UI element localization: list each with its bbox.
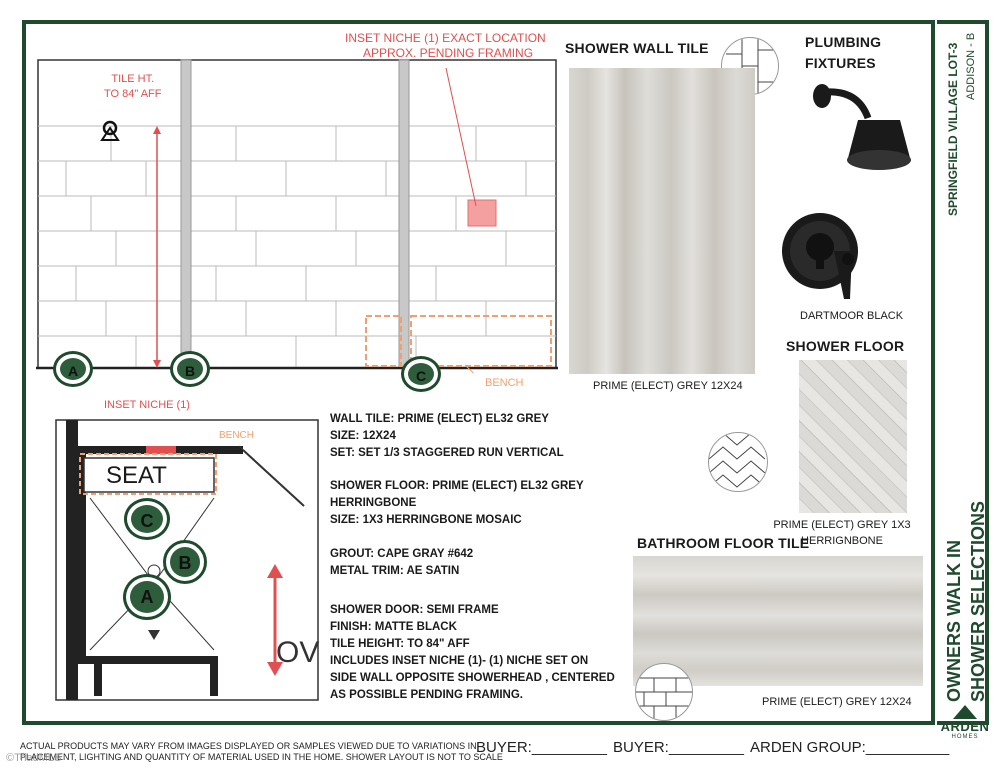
spec-niche-line1: INCLUDES INSET NICHE (1)- (1) NICHE SET … (330, 655, 589, 667)
plan-partial-text: OV (276, 636, 320, 669)
disclaimer: ACTUAL PRODUCTS MAY VARY FROM IMAGES DIS… (20, 741, 503, 763)
plumbing-title: PLUMBING FIXTURES (805, 32, 881, 74)
elevation-drawing (36, 58, 561, 381)
logo-name: ARDEN (940, 719, 990, 734)
spec-niche-line2: SIDE WALL OPPOSITE SHOWERHEAD , CENTERED (330, 672, 615, 684)
plan-bench-label: BENCH (219, 430, 255, 441)
spec-door: SHOWER DOOR: SEMI FRAME (330, 604, 499, 616)
disclaimer-line2: PLACEMENT, LIGHTING AND QUANTITY OF MATE… (20, 752, 503, 762)
bath-floor-caption: PRIME (ELECT) GREY 12X24 (762, 696, 912, 708)
shower-floor-image (799, 360, 907, 513)
spec-tile-height: TILE HEIGHT: TO 84" AFF (330, 638, 470, 650)
plumbing-title-line1: PLUMBING (805, 34, 882, 50)
niche-note-line2: APPROX. PENDING FRAMING (363, 46, 534, 60)
plumbing-caption: DARTMOOR BLACK (800, 310, 904, 322)
project-name: SPRINGFIELD VILLAGE LOT-3 (946, 42, 960, 216)
plan-niche-label: INSET NICHE (1) (104, 399, 190, 411)
arden-logo: ARDEN HOMES (937, 705, 993, 763)
spec-block-floor: SHOWER FLOOR: PRIME (ELECT) EL32 GREY HE… (330, 478, 584, 529)
spec-grout: GROUT: CAPE GRAY #642 (330, 548, 474, 560)
valve-trim-icon (780, 203, 870, 303)
spec-block-door: SHOWER DOOR: SEMI FRAME FINISH: MATTE BL… (330, 602, 615, 704)
marker-b: B (170, 351, 210, 387)
tile-height-line2: TO 84" AFF (104, 88, 162, 100)
wall-tile-title: SHOWER WALL TILE (565, 40, 709, 56)
spec-block-wall: WALL TILE: PRIME (ELECT) EL32 GREY SIZE:… (330, 411, 564, 462)
shower-floor-caption-line2: HERRIGNBONE (801, 535, 883, 547)
bath-floor-pattern-icon (635, 663, 693, 721)
spec-floor-size: SIZE: 1X3 HERRINGBONE MOSAIC (330, 514, 522, 526)
plan-marker-a: A (123, 574, 171, 620)
spec-block-grout: GROUT: CAPE GRAY #642 METAL TRIM: AE SAT… (330, 546, 473, 580)
shower-floor-title: SHOWER FLOOR (786, 338, 905, 354)
showerhead-icon (808, 80, 918, 180)
wall-tile-image (569, 68, 755, 374)
spec-niche-line3: AS POSSIBLE PENDING FRAMING. (330, 689, 523, 701)
bath-floor-image (633, 556, 923, 686)
elevation-bench-label: BENCH (485, 377, 524, 389)
plan-marker-c: C (124, 498, 170, 540)
spec-floor-line1: SHOWER FLOOR: PRIME (ELECT) EL32 GREY (330, 480, 584, 492)
logo-tree-icon (953, 705, 977, 719)
seat-label: SEAT (106, 462, 167, 489)
main-frame (22, 20, 935, 725)
sheet-title-line2: SHOWER SELECTIONS (968, 500, 988, 702)
side-frame (937, 20, 989, 725)
plan-marker-b: B (163, 540, 207, 584)
bath-floor-title: BATHROOM FLOOR TILE (637, 535, 810, 551)
shower-floor-caption: PRIME (ELECT) GREY 1X3 HERRIGNBONE (767, 517, 917, 549)
elevation-tile-grid (36, 59, 558, 381)
niche-note: INSET NICHE (1) EXACT LOCATION APPROX. P… (345, 31, 546, 61)
arden-group-signature: ARDEN GROUP:__________ (750, 739, 950, 756)
spec-wall-tile: WALL TILE: PRIME (ELECT) EL32 GREY (330, 413, 549, 425)
marker-c: C (401, 356, 441, 392)
spec-size: SIZE: 12X24 (330, 430, 396, 442)
buyer-signature-1: BUYER:_________ (476, 739, 607, 756)
plan-name: ADDISON - B (965, 32, 977, 100)
tile-height-note: TILE HT. TO 84" AFF (104, 72, 162, 102)
marker-a: A (53, 351, 93, 387)
spec-set: SET: SET 1/3 STAGGERED RUN VERTICAL (330, 447, 564, 459)
niche-note-line1: INSET NICHE (1) EXACT LOCATION (345, 31, 546, 45)
sheet-title-line1: OWNERS WALK IN (944, 540, 964, 702)
disclaimer-line1: ACTUAL PRODUCTS MAY VARY FROM IMAGES DIS… (20, 741, 477, 751)
spec-finish: FINISH: MATTE BLACK (330, 621, 457, 633)
spec-trim: METAL TRIM: AE SATIN (330, 565, 460, 577)
shower-floor-caption-line1: PRIME (ELECT) GREY 1X3 (773, 519, 911, 531)
herringbone-pattern-icon (708, 432, 768, 492)
tile-height-line1: TILE HT. (111, 73, 155, 85)
buyer-signature-2: BUYER:_________ (613, 739, 744, 756)
wall-tile-caption: PRIME (ELECT) GREY 12X24 (593, 380, 743, 392)
watermark: ©TriadMLS (6, 752, 62, 764)
spec-floor-line2: HERRINGBONE (330, 497, 417, 509)
logo-sub: HOMES (951, 734, 979, 740)
plumbing-title-line2: FIXTURES (805, 55, 876, 71)
